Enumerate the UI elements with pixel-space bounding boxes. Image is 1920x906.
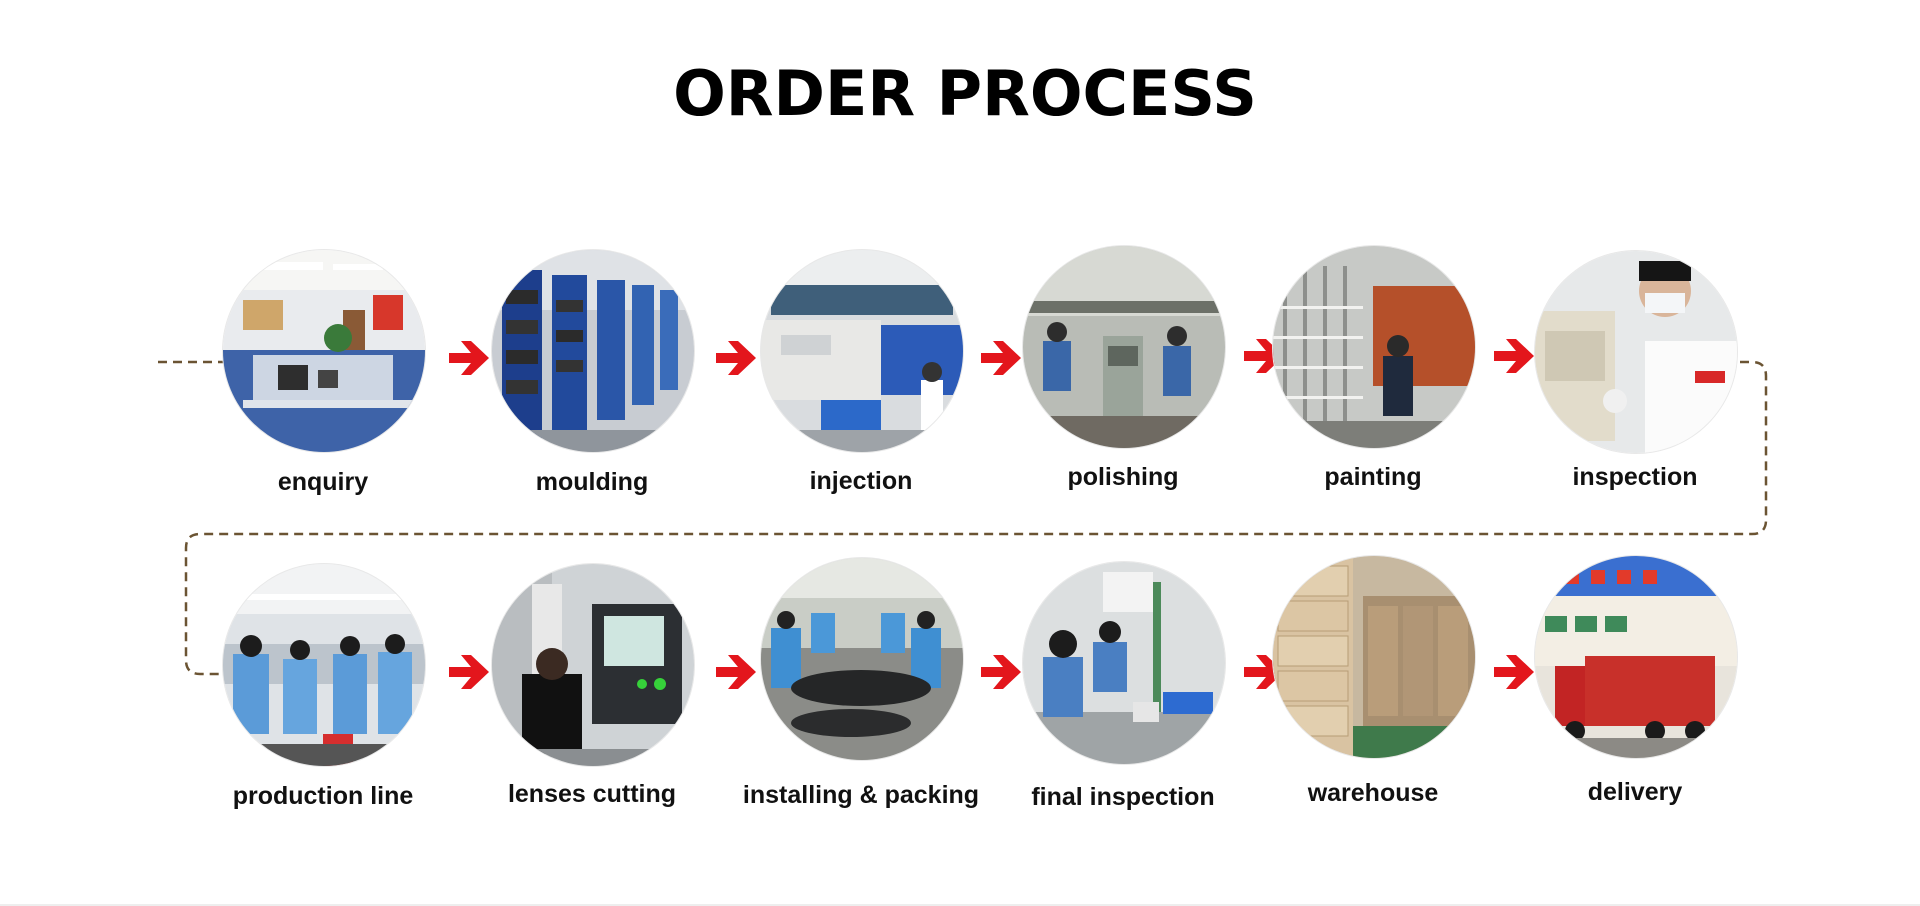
step-label: lenses cutting: [507, 780, 677, 808]
step-label: injection: [809, 467, 913, 495]
flow-arrow-icon: [981, 341, 1021, 375]
step-delivery: delivery: [1485, 556, 1785, 836]
flow-arrow-icon: [1494, 339, 1534, 373]
step-label: warehouse: [1307, 779, 1439, 807]
step-production-line: production line: [173, 564, 473, 844]
final-inspection-photo: [1023, 562, 1225, 764]
flow-arrow-icon: [981, 655, 1021, 689]
mould-rack-photo: [492, 250, 694, 452]
polishing-workshop-photo: [1023, 246, 1225, 448]
flow-arrow-icon: [1494, 655, 1534, 689]
step-label: painting: [1324, 463, 1422, 491]
warehouse-boxes-photo: [1273, 556, 1475, 758]
step-polishing: polishing: [973, 246, 1273, 526]
step-injection: injection: [711, 250, 1011, 530]
step-enquiry: enquiry: [173, 250, 473, 530]
step-painting: painting: [1223, 246, 1523, 526]
assembly-table-photo: [761, 558, 963, 760]
step-moulding: moulding: [442, 250, 742, 530]
injection-machine-photo: [761, 250, 963, 452]
step-lenses-cutting: lenses cutting: [442, 564, 742, 844]
delivery-truck-photo: [1535, 556, 1737, 758]
step-label: moulding: [535, 468, 649, 496]
office-photo: [223, 250, 425, 452]
flow-arrow-icon: [716, 655, 756, 689]
step-label: installing & packing: [742, 781, 980, 809]
step-label: final inspection: [1031, 783, 1215, 811]
step-label: polishing: [1067, 463, 1179, 491]
step-label: inspection: [1572, 463, 1698, 491]
flow-arrow-icon: [449, 655, 489, 689]
step-installing-packing: installing & packing: [711, 558, 1011, 838]
step-warehouse: warehouse: [1223, 556, 1523, 836]
inspector-photo: [1535, 251, 1737, 453]
flow-arrow-icon: [449, 341, 489, 375]
flow-arrow-icon: [716, 341, 756, 375]
lens-cutting-machine-photo: [492, 564, 694, 766]
page-title: ORDER PROCESS: [673, 57, 1257, 130]
step-label: production line: [232, 782, 414, 810]
step-label: delivery: [1587, 778, 1683, 806]
step-final-inspection: final inspection: [973, 562, 1273, 842]
step-label: enquiry: [277, 468, 369, 496]
bottom-divider: [0, 904, 1920, 906]
step-inspection: inspection: [1485, 251, 1785, 531]
production-line-photo: [223, 564, 425, 766]
painting-rack-photo: [1273, 246, 1475, 448]
